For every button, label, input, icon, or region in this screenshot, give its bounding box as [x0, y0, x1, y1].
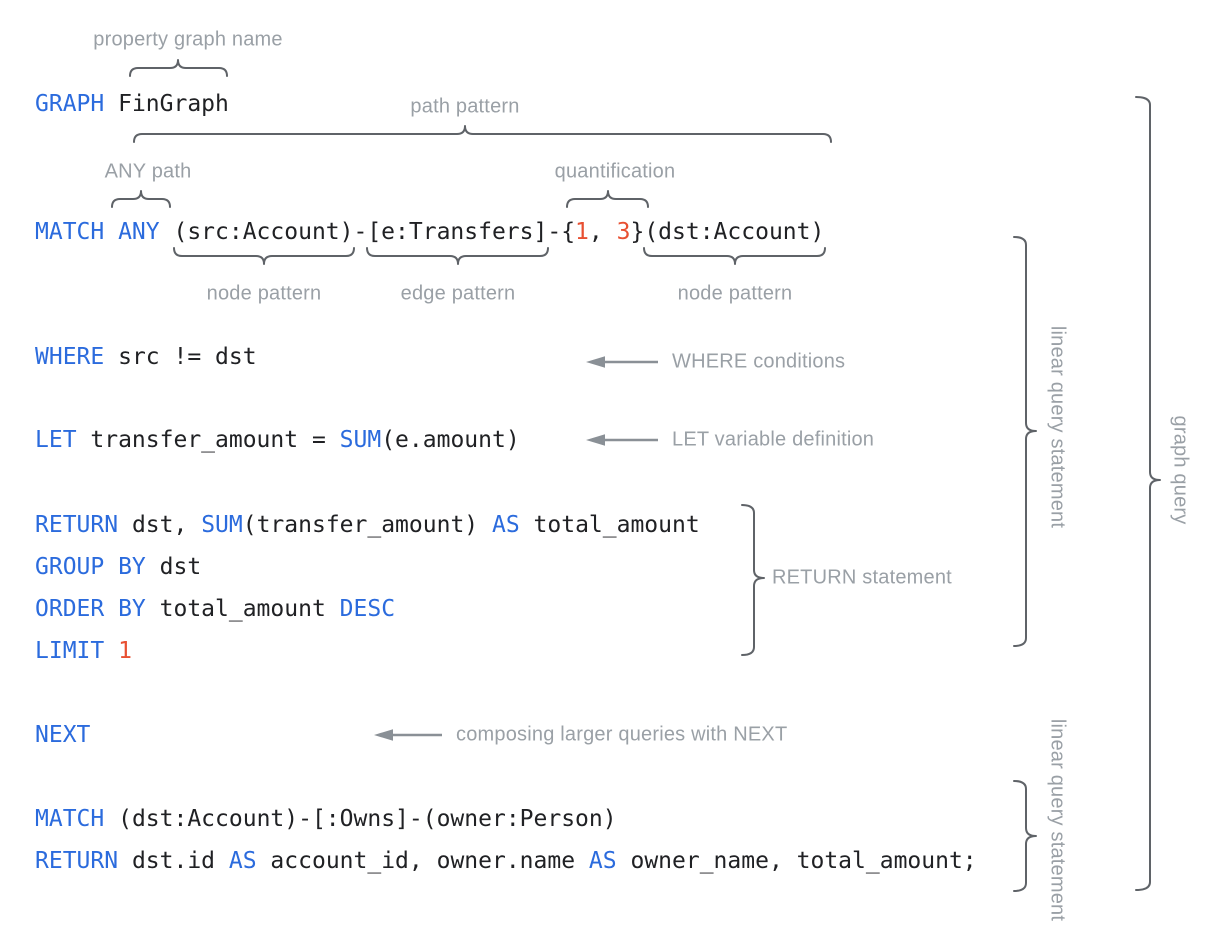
code-token-keyword: DESC [339, 596, 396, 622]
brace-path-pattern [133, 125, 832, 143]
label-linear-query-statement-top: linear query statement [1046, 325, 1069, 529]
code-token-plain: (e.amount) [381, 427, 520, 453]
code-token-keyword: GRAPH [35, 91, 105, 117]
brace-node-pattern-left [173, 247, 355, 265]
code-line-let: LET transfer_amount = SUM(e.amount) [35, 426, 520, 454]
code-token-keyword: LET [35, 427, 77, 453]
code-token-keyword: MATCH [35, 806, 105, 832]
code-token-keyword: RETURN [35, 512, 119, 538]
code-token-plain: owner_name, total_amount; [616, 848, 977, 874]
code-token-keyword: NEXT [35, 722, 91, 748]
code-token-keyword: LIMIT [35, 638, 105, 664]
label-edge-pattern: edge pattern [400, 282, 516, 305]
code-token-plain: dst [145, 554, 202, 580]
label-quantification: quantification [554, 160, 676, 183]
code-token-plain: FinGraph [104, 91, 229, 117]
code-token-plain: total_amount [145, 596, 340, 622]
code-token-plain: src != dst [104, 344, 257, 370]
code-token-plain [104, 638, 118, 664]
label-any-path: ANY path [104, 160, 192, 183]
code-token-keyword: ORDER BY [35, 596, 146, 622]
code-token-keyword: RETURN [35, 848, 119, 874]
code-line-graph: GRAPH FinGraph [35, 90, 229, 118]
code-line-limit: LIMIT 1 [35, 637, 132, 665]
code-line-return: RETURN dst, SUM(transfer_amount) AS tota… [35, 511, 700, 539]
code-token-keyword: GROUP BY [35, 554, 146, 580]
code-token-plain: total_amount [519, 512, 700, 538]
code-token-keyword: AS [588, 848, 617, 874]
code-token-number: 1 [118, 638, 132, 664]
brace-edge-pattern [366, 247, 549, 265]
label-property-graph-name: property graph name [93, 28, 283, 51]
code-token-plain: dst.id [118, 848, 229, 874]
label-path-pattern: path pattern [410, 95, 520, 118]
arrow-let-variable-definition [586, 434, 658, 446]
code-token-plain: , [588, 219, 617, 245]
code-token-plain: transfer_amount = [76, 427, 340, 453]
code-token-keyword: SUM [201, 512, 243, 538]
brace-return-statement [741, 504, 765, 656]
arrow-where-conditions [586, 356, 658, 368]
brace-linear-query-statement-bottom [1013, 780, 1037, 892]
label-node-pattern-right: node pattern [677, 282, 793, 305]
brace-quantification [566, 190, 649, 208]
label-where-conditions: WHERE conditions [672, 350, 846, 373]
arrow-composing-next [374, 729, 442, 741]
label-linear-query-statement-bottom: linear query statement [1046, 718, 1069, 922]
code-token-plain: (dst:Account)-[:Owns]-(owner:Person) [104, 806, 617, 832]
code-token-plain: dst, [118, 512, 202, 538]
code-token-number: 1 [575, 219, 589, 245]
code-token-number: 3 [616, 219, 631, 245]
brace-linear-query-statement-top [1013, 236, 1037, 647]
label-let-variable-definition: LET variable definition [672, 428, 875, 451]
code-token-keyword: SUM [339, 427, 382, 453]
code-line-next: NEXT [35, 721, 90, 749]
code-token-keyword: MATCH ANY [35, 219, 160, 245]
brace-property-graph-name [129, 59, 228, 77]
code-line-return-2: RETURN dst.id AS account_id, owner.name … [35, 847, 977, 875]
brace-graph-query [1135, 96, 1161, 891]
code-token-plain: }(dst:Account) [630, 219, 825, 245]
code-line-match-any: MATCH ANY (src:Account)-[e:Transfers]-{1… [35, 218, 824, 246]
code-token-plain: (transfer_amount) [242, 512, 492, 538]
code-line-match-2: MATCH (dst:Account)-[:Owns]-(owner:Perso… [35, 805, 617, 833]
code-token-plain: account_id, owner.name [256, 848, 589, 874]
label-return-statement: RETURN statement [772, 566, 952, 589]
code-token-keyword: WHERE [35, 344, 105, 370]
code-line-group-by: GROUP BY dst [35, 553, 201, 581]
code-line-order-by: ORDER BY total_amount DESC [35, 595, 395, 623]
code-token-keyword: AS [491, 512, 520, 538]
code-line-where: WHERE src != dst [35, 343, 257, 371]
label-graph-query: graph query [1169, 415, 1192, 525]
label-node-pattern-left: node pattern [206, 282, 322, 305]
code-token-plain: (src:Account)-[e:Transfers]-{ [159, 219, 576, 245]
label-composing-next: composing larger queries with NEXT [456, 723, 788, 746]
brace-any-path [111, 190, 171, 208]
code-token-keyword: AS [228, 848, 257, 874]
brace-node-pattern-right [643, 247, 826, 265]
